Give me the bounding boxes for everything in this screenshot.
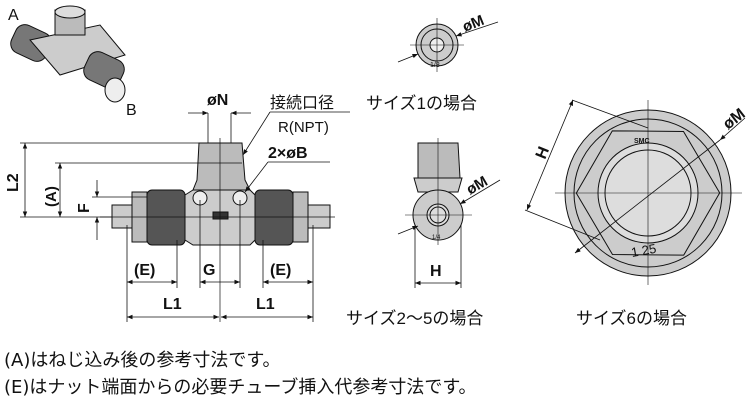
size6-end-view: [524, 99, 746, 285]
tee-front-view: [100, 138, 335, 322]
dim-a-label: (A): [43, 186, 60, 207]
size6-marking: 1 25: [630, 241, 658, 260]
smc-logo: SMC: [634, 138, 650, 145]
note-a: (A)はねじ込み後の参考寸法です。: [4, 350, 281, 371]
dim-e-left-label: (E): [134, 262, 155, 279]
thread-label: R(NPT): [278, 119, 329, 136]
isometric-fitting-illustration: [10, 5, 126, 103]
size1-caption: サイズ1の場合: [366, 94, 477, 113]
size1-end-view: [397, 18, 499, 72]
dim-n-label: øN: [207, 92, 228, 109]
dim-l2-label: L2: [5, 173, 22, 192]
dim-l1-left-label: L1: [163, 296, 182, 313]
dim-f-label: F: [76, 203, 93, 213]
label-a: A: [8, 7, 19, 24]
size1-marking: 1/8: [430, 62, 440, 69]
size6-dim-h-label: H: [533, 144, 553, 161]
dimension-lines: [20, 110, 350, 322]
size1-dim-m-label: øM: [460, 12, 486, 36]
size2-5-marking: 1/4: [432, 235, 441, 241]
label-b: B: [126, 102, 137, 119]
dim-g-label: G: [203, 262, 215, 279]
dim-e-right-label: (E): [270, 262, 291, 279]
dim-l1-right-label: L1: [256, 296, 275, 313]
note-e: (E)はナット端面からの必要チューブ挿入代参考寸法です。: [4, 377, 477, 398]
hole-label: 2×øB: [268, 145, 308, 162]
size6-caption: サイズ6の場合: [576, 309, 687, 328]
size6-dim-m-label: øM: [720, 106, 749, 134]
port-size-label: 接続口径: [270, 94, 334, 112]
size2-5-side-view: [397, 138, 501, 288]
size2-5-dim-h-label: H: [430, 263, 442, 280]
size2-5-caption: サイズ2〜5の場合: [346, 309, 483, 328]
size2-5-dim-m-label: øM: [464, 173, 491, 199]
